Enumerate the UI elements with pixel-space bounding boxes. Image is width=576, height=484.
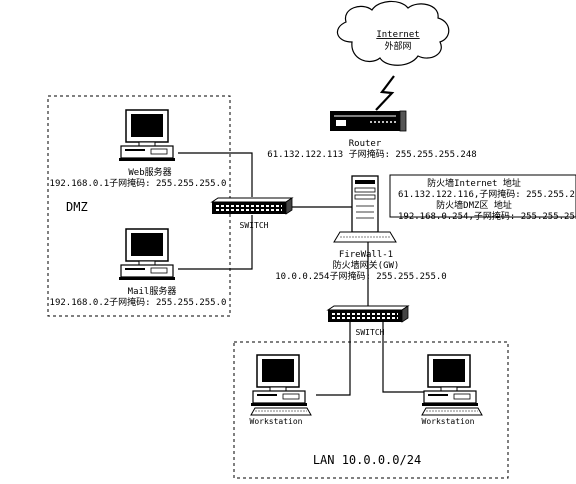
firewall-server-icon <box>333 175 397 243</box>
wan-link-icon <box>375 75 395 111</box>
workstation-2-label: Workstation <box>422 417 475 426</box>
connection-lines <box>178 152 430 396</box>
dmz-label: DMZ <box>66 200 88 214</box>
router-icon <box>330 110 407 132</box>
firewall-dmz-title: 防火墙DMZ区 地址 <box>436 199 512 211</box>
lan-switch-icon <box>327 305 409 323</box>
workstation-1-icon <box>250 354 312 416</box>
mail-server-name: Mail服务器 <box>128 285 177 297</box>
lan-switch-label: SWITCH <box>356 328 385 337</box>
mail-server-address: 192.168.0.2子网掩码: 255.255.255.0 <box>50 296 227 308</box>
internet-subtitle: 外部网 <box>384 40 411 52</box>
router-address: 61.132.122.113 子网掩码: 255.255.255.248 <box>267 148 476 160</box>
workstation-1-label: Workstation <box>250 417 303 426</box>
web-server-icon <box>118 109 176 162</box>
internet-title: Internet <box>376 30 419 40</box>
lan-zone <box>233 341 509 479</box>
router-label: Router <box>349 139 382 149</box>
web-server-address: 192.168.0.1子网掩码: 255.255.255.0 <box>50 177 227 189</box>
firewall-internet-title: 防火墙Internet 地址 <box>427 177 521 189</box>
dmz-switch-icon <box>211 197 293 215</box>
web-server-name: Web服务器 <box>128 166 171 178</box>
workstation-2-icon <box>421 354 483 416</box>
lan-label: LAN 10.0.0.0/24 <box>313 453 421 467</box>
firewall-dmz-address: 192.168.0.254,子网掩码: 255.255.255. <box>398 210 576 222</box>
firewall-internet-address: 61.132.122.116,子网掩码: 255.255.255.2 <box>398 188 576 200</box>
firewall-info-box <box>389 174 576 218</box>
firewall-role: 防火墙网关(GW) <box>333 259 400 271</box>
dmz-zone <box>47 95 231 317</box>
mail-server-icon <box>118 228 176 281</box>
firewall-address: 10.0.0.254子网掩码: 255.255.255.0 <box>275 270 446 282</box>
firewall-name: FireWall-1 <box>339 250 393 260</box>
internet-cloud <box>336 0 450 66</box>
dmz-switch-label: SWITCH <box>240 221 269 230</box>
